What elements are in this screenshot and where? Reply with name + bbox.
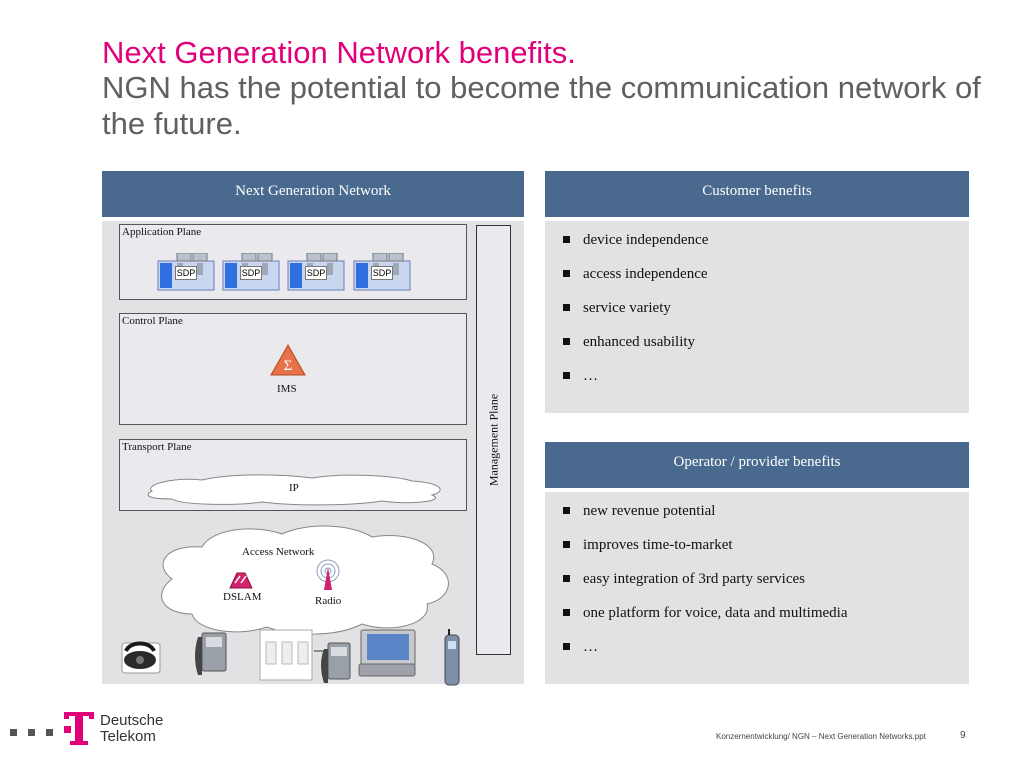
list-item: one platform for voice, data and multime… (563, 604, 969, 638)
radio-antenna-icon (316, 559, 340, 590)
operator-benefits-panel: new revenue potential improves time-to-m… (545, 492, 969, 684)
dslam-label: DSLAM (223, 591, 262, 603)
sdp-server: SDP (222, 252, 280, 291)
footer-source: Konzernentwicklung/ NGN – Next Generatio… (716, 732, 926, 741)
radio-label: Radio (315, 595, 342, 607)
list-item: new revenue potential (563, 502, 969, 536)
customer-benefits-panel: device independence access independence … (545, 221, 969, 413)
pda-device-icon (358, 629, 416, 677)
logo-line-2: Telekom (100, 728, 156, 745)
rotary-phone-icon (121, 641, 161, 674)
ip-cloud-icon (147, 474, 441, 506)
operator-benefits-list: new revenue potential improves time-to-m… (545, 492, 969, 672)
dslam-icon (229, 572, 253, 589)
mobile-phone-icon (444, 629, 460, 686)
ip-phone-icon (314, 642, 351, 683)
sdp-server: SDP (157, 252, 215, 291)
list-item: easy integration of 3rd party services (563, 570, 969, 604)
ngn-header: Next Generation Network (102, 171, 524, 217)
slide-title: Next Generation Network benefits. NGN ha… (102, 36, 982, 142)
sdp-label: SDP (175, 266, 197, 280)
logo-dots-icon (10, 729, 53, 736)
control-plane-label: Control Plane (122, 315, 183, 327)
server-icon (222, 252, 280, 291)
list-item: access independence (563, 265, 969, 299)
ims-icon: Σ (270, 344, 306, 376)
svg-text:Σ: Σ (284, 358, 293, 374)
list-item: … (563, 638, 969, 672)
desk-phone-icon (195, 632, 227, 675)
management-plane: Management Plane (476, 225, 511, 655)
application-plane: Application Plane SDP SDP (119, 224, 467, 300)
page-number: 9 (960, 730, 966, 741)
company-logo-text: Deutsche Telekom (100, 713, 163, 745)
ngn-diagram: Application Plane SDP SDP (102, 221, 524, 686)
list-item: enhanced usability (563, 333, 969, 367)
list-item: service variety (563, 299, 969, 333)
management-plane-label: Management Plane (486, 393, 500, 487)
list-item: device independence (563, 231, 969, 265)
application-plane-label: Application Plane (122, 226, 202, 238)
title-line-2: NGN has the potential to become the comm… (102, 70, 981, 141)
transport-plane-label: Transport Plane (122, 441, 192, 453)
sdp-server: SDP (353, 252, 411, 291)
list-item: … (563, 367, 969, 401)
customer-benefits-list: device independence access independence … (545, 221, 969, 401)
ip-label: IP (289, 482, 299, 494)
logo-line-1: Deutsche (100, 712, 164, 729)
sdp-label: SDP (305, 266, 327, 280)
telekom-t-logo-icon (64, 712, 94, 745)
list-item: improves time-to-market (563, 536, 969, 570)
control-plane: Control Plane Σ IMS (119, 313, 467, 425)
sdp-label: SDP (371, 266, 393, 280)
sdp-server: SDP (287, 252, 345, 291)
operator-benefits-header: Operator / provider benefits (545, 442, 969, 488)
server-icon (157, 252, 215, 291)
sdp-label: SDP (240, 266, 262, 280)
access-network-cloud-icon (161, 525, 449, 635)
server-icon (353, 252, 411, 291)
title-line-1: Next Generation Network benefits. (102, 35, 576, 70)
customer-benefits-header: Customer benefits (545, 171, 969, 217)
modem-router-icon (259, 629, 313, 681)
access-network-label: Access Network (242, 546, 315, 558)
ims-label: IMS (277, 383, 297, 395)
